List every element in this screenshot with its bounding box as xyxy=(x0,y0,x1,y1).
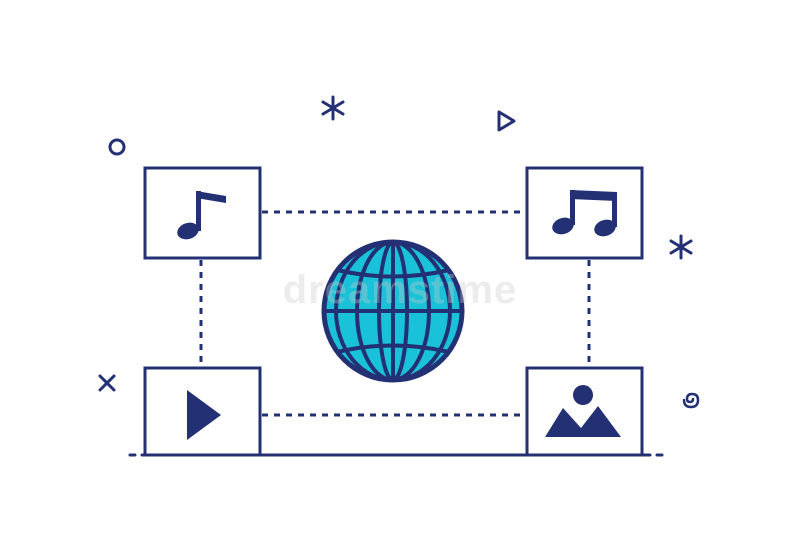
spiral-icon xyxy=(682,392,700,409)
image-icon xyxy=(545,385,621,437)
triangle-outline-icon xyxy=(497,110,516,132)
music-note-icon xyxy=(177,191,226,240)
music-notes-icon xyxy=(552,190,617,237)
tile-play xyxy=(143,366,262,457)
play-icon xyxy=(187,390,221,440)
circle-icon xyxy=(108,138,126,156)
asterisk-icon xyxy=(669,234,693,260)
cross-icon xyxy=(98,374,116,392)
tile-music-notes xyxy=(525,166,644,260)
tile-image xyxy=(525,366,644,457)
tile-music-note xyxy=(143,166,262,260)
globe-icon xyxy=(321,239,465,383)
connectors xyxy=(199,210,591,417)
asterisk-icon xyxy=(321,95,345,121)
